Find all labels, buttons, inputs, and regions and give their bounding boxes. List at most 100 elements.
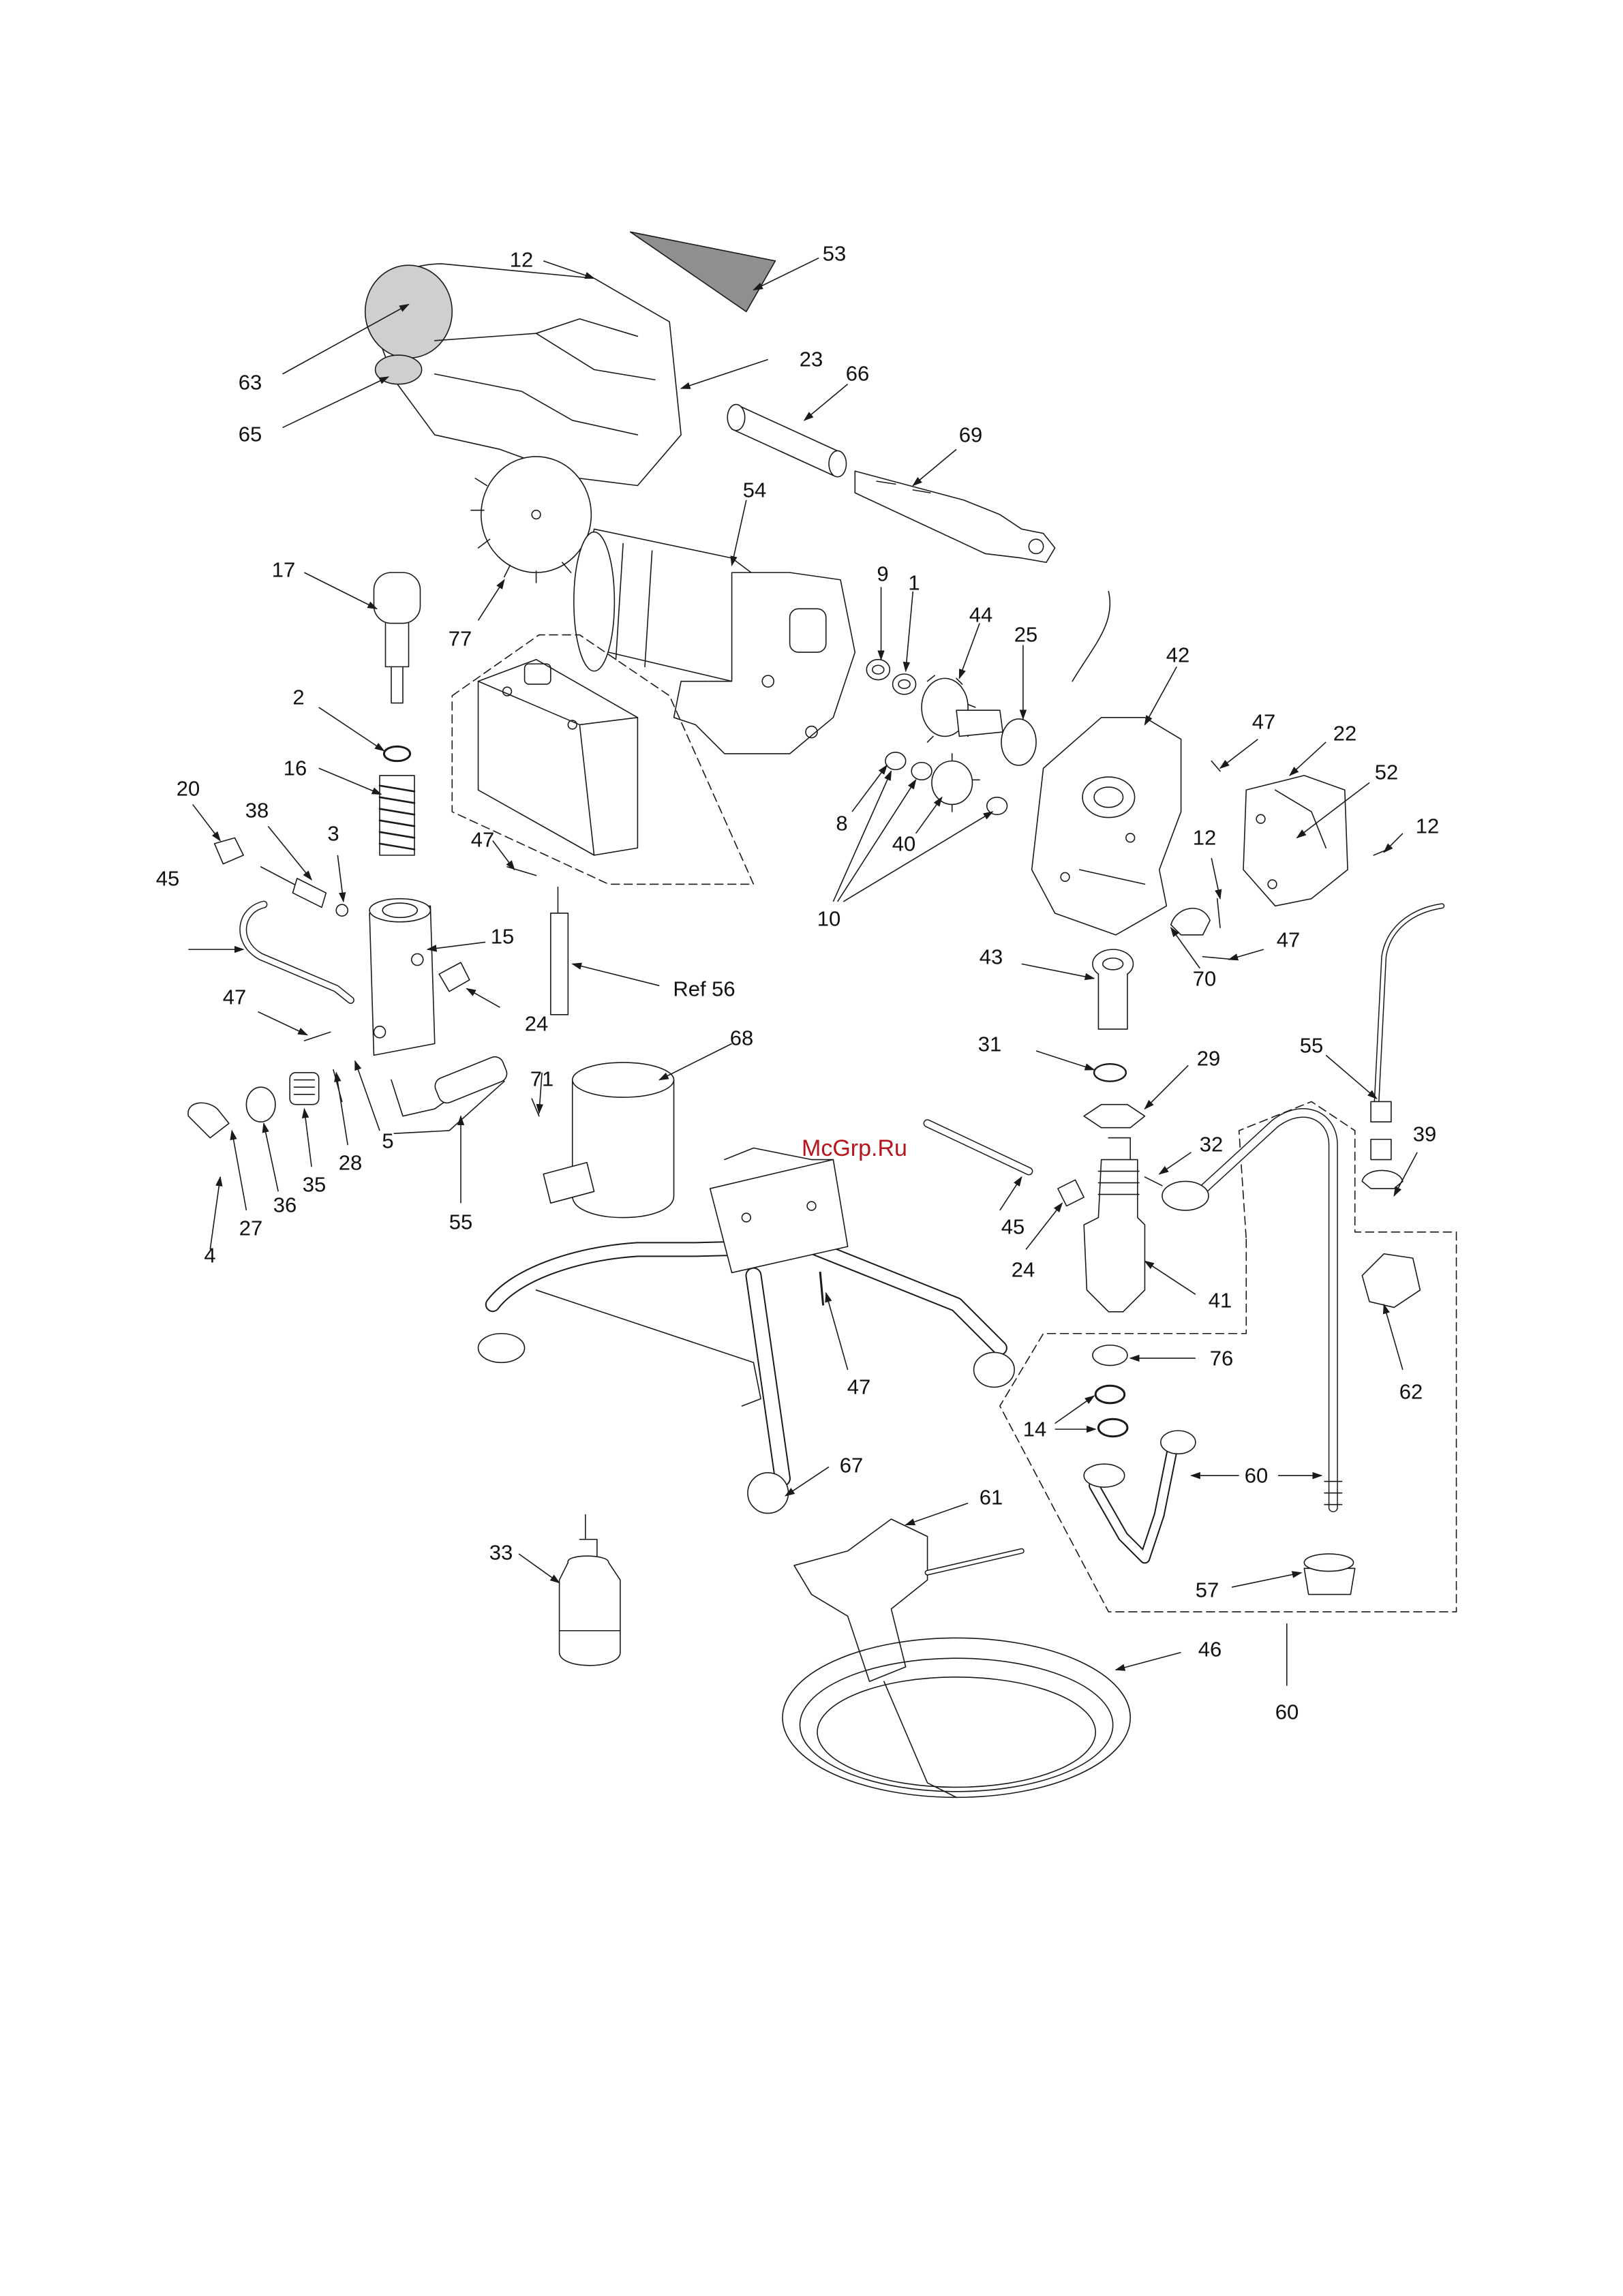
part-3-ball bbox=[336, 904, 348, 916]
leader-15 bbox=[427, 942, 485, 949]
callout-17: 17 bbox=[272, 560, 295, 581]
part-53-label-wedge bbox=[631, 232, 776, 311]
leader-27 bbox=[232, 1131, 246, 1210]
part-60-elbow-fitting bbox=[1084, 1430, 1196, 1558]
leader-33 bbox=[519, 1554, 560, 1583]
callout-47d: 47 bbox=[223, 987, 246, 1008]
callout-29: 29 bbox=[1197, 1048, 1220, 1069]
leader-24a bbox=[467, 989, 500, 1008]
callout-22: 22 bbox=[1333, 723, 1356, 744]
leader-2 bbox=[319, 707, 384, 751]
part-32-pin bbox=[1144, 1177, 1162, 1186]
part-76-washer bbox=[1093, 1345, 1127, 1366]
leader-31 bbox=[1036, 1051, 1094, 1070]
callout-12b: 12 bbox=[1193, 827, 1216, 848]
leader-1 bbox=[906, 592, 913, 671]
leader-47b bbox=[493, 841, 515, 870]
part-46-fluid-hose bbox=[783, 1638, 1130, 1797]
callout-62: 62 bbox=[1399, 1381, 1423, 1403]
callout-36: 36 bbox=[273, 1195, 297, 1216]
leader-47e bbox=[826, 1293, 848, 1370]
part-control-board bbox=[479, 660, 638, 855]
leader-41 bbox=[1144, 1261, 1195, 1294]
callout-47a: 47 bbox=[1252, 711, 1275, 733]
part-31-retaining-ring bbox=[1094, 1064, 1126, 1082]
leader-45b bbox=[1000, 1177, 1022, 1210]
callout-69: 69 bbox=[959, 425, 982, 446]
part-12-screw-c bbox=[1374, 848, 1391, 855]
leader-10c bbox=[843, 812, 992, 902]
leader-54 bbox=[732, 500, 746, 566]
part-47-screw-b bbox=[304, 1032, 330, 1041]
part-17-knob bbox=[374, 572, 420, 703]
part-29-nut bbox=[1084, 1105, 1144, 1128]
callout-63: 63 bbox=[239, 372, 262, 393]
callout-55b: 55 bbox=[449, 1212, 472, 1233]
part-40-gear bbox=[932, 754, 980, 812]
leader-5 bbox=[355, 1061, 380, 1131]
part-15-filter-housing bbox=[369, 899, 435, 1056]
part-22-cover bbox=[1243, 776, 1348, 906]
callout-60a: 60 bbox=[1245, 1465, 1268, 1486]
callout-57: 57 bbox=[1196, 1580, 1219, 1601]
leader-43 bbox=[1022, 964, 1094, 978]
part-47-screw-a bbox=[507, 867, 536, 876]
callout-45b: 45 bbox=[1001, 1216, 1025, 1238]
leader-32 bbox=[1159, 1152, 1192, 1174]
leader-47d bbox=[258, 1012, 307, 1035]
callout-42: 42 bbox=[1166, 645, 1189, 666]
callout-41: 41 bbox=[1209, 1290, 1232, 1311]
part-68-bucket bbox=[543, 1062, 673, 1218]
callout-24b: 24 bbox=[1012, 1259, 1035, 1281]
leader-17 bbox=[304, 572, 376, 609]
leader-61 bbox=[906, 1503, 968, 1525]
callout-9: 9 bbox=[877, 564, 888, 585]
callout-28: 28 bbox=[339, 1152, 362, 1174]
leader-36 bbox=[264, 1123, 278, 1191]
callout-5: 5 bbox=[382, 1131, 393, 1152]
part-33-oil-bottle bbox=[560, 1515, 620, 1666]
part-55-tube-right bbox=[1371, 906, 1442, 1122]
leader-47c bbox=[1229, 949, 1264, 960]
callout-1: 1 bbox=[908, 572, 920, 594]
callout-10: 10 bbox=[817, 908, 840, 930]
part-23-motor-shroud bbox=[365, 264, 681, 485]
leader-4 bbox=[210, 1177, 220, 1249]
callout-55a: 55 bbox=[1300, 1035, 1323, 1056]
part-25-thrust-washer bbox=[1001, 719, 1036, 765]
part-44-gear bbox=[922, 675, 1003, 742]
leader-68 bbox=[659, 1043, 731, 1080]
callout-24a: 24 bbox=[525, 1013, 548, 1035]
leader-12b bbox=[1211, 858, 1220, 899]
leader-62 bbox=[1384, 1304, 1403, 1370]
callout-12a: 12 bbox=[510, 249, 533, 271]
leader-20 bbox=[193, 804, 220, 840]
part-16-spring bbox=[380, 776, 414, 855]
leader-24b bbox=[1026, 1203, 1062, 1249]
part-24-fitting-left bbox=[439, 962, 470, 992]
leader-66 bbox=[804, 384, 848, 420]
leader-65 bbox=[283, 377, 389, 427]
leader-69 bbox=[913, 449, 956, 485]
leader-12c bbox=[1384, 833, 1403, 853]
callout-65: 65 bbox=[239, 424, 262, 445]
callout-47b: 47 bbox=[471, 829, 494, 851]
part-39-fitting bbox=[1362, 1139, 1403, 1189]
leader-22 bbox=[1290, 742, 1326, 776]
leader-16 bbox=[319, 768, 381, 794]
callout-15: 15 bbox=[491, 926, 514, 947]
leader-67 bbox=[785, 1467, 829, 1496]
callout-2: 2 bbox=[292, 687, 304, 708]
callout-12c: 12 bbox=[1416, 816, 1439, 837]
part-43-bearing bbox=[1093, 949, 1134, 1029]
callout-46: 46 bbox=[1198, 1639, 1222, 1660]
leader-42 bbox=[1144, 667, 1177, 724]
leader-8 bbox=[852, 765, 887, 812]
part-55-tube-left bbox=[391, 1054, 509, 1133]
callout-40: 40 bbox=[892, 833, 915, 855]
part-47-screw-c bbox=[1211, 761, 1220, 771]
part-61-spray-gun bbox=[794, 1519, 1022, 1681]
part-62-clip bbox=[1362, 1254, 1420, 1308]
leader-28 bbox=[336, 1073, 348, 1145]
leader-10a bbox=[833, 771, 891, 902]
